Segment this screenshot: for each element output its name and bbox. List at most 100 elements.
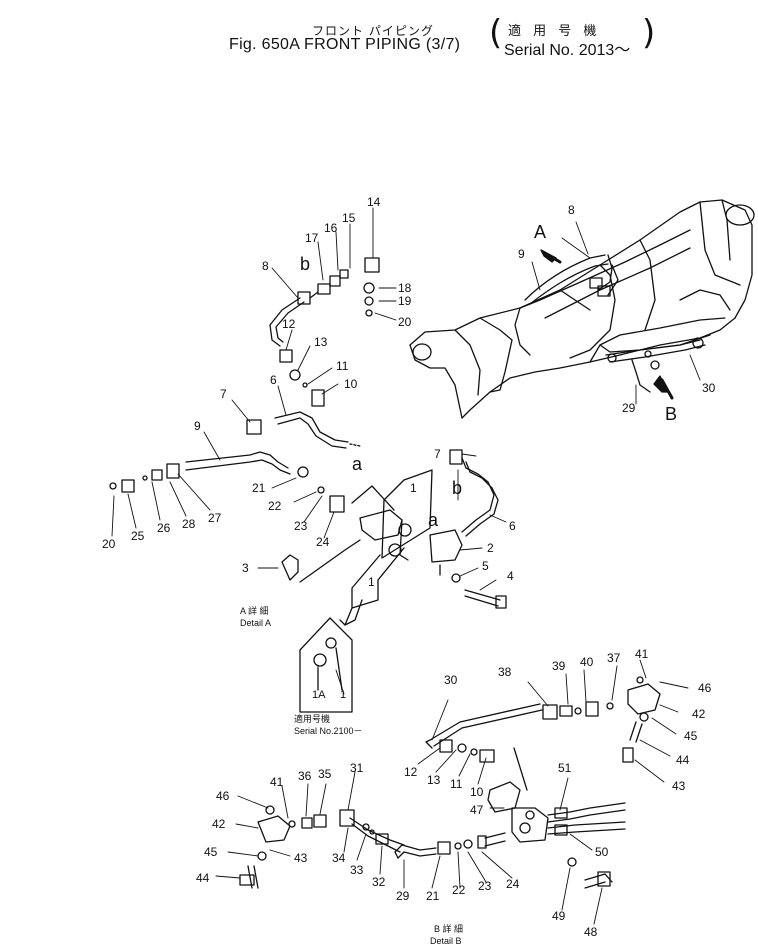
part-label-19: 19 — [398, 294, 412, 308]
part-label-11: 11 — [336, 359, 349, 373]
part-label-10-b: 10 — [470, 785, 484, 799]
part-label-50: 50 — [595, 845, 609, 859]
part-label-5: 5 — [482, 559, 489, 573]
part-label-17: 17 — [305, 231, 319, 245]
connection-label-b-right: b — [452, 478, 462, 498]
part-callouts: 14 15 16 17 8 18 19 20 12 13 11 10 6 7 9… — [102, 195, 716, 939]
part-label-23-b: 23 — [478, 879, 492, 893]
part-label-37: 37 — [607, 651, 621, 665]
part-label-22-b: 22 — [452, 883, 466, 897]
part-label-21-b: 21 — [426, 889, 440, 903]
part-label-7: 7 — [220, 387, 227, 401]
part-label-14: 14 — [367, 195, 381, 209]
part-label-41-b: 41 — [270, 775, 284, 789]
part-label-42: 42 — [692, 707, 706, 721]
connection-label-b-top: b — [300, 254, 310, 274]
part-label-6: 6 — [270, 373, 277, 387]
part-label-28: 28 — [182, 517, 196, 531]
figure-title: Fig. 650A FRONT PIPING (3/7) — [229, 36, 461, 53]
figure-title-jp: フロント パイピング — [312, 24, 434, 38]
pipe-assembly-top — [269, 257, 380, 449]
part-label-8-machine: 8 — [568, 203, 575, 217]
part-label-43: 43 — [672, 779, 686, 793]
part-label-48: 48 — [584, 925, 598, 939]
detail-b-caption: Detail B — [430, 936, 462, 945]
part-label-8: 8 — [262, 259, 269, 273]
view-arrow-b-icon — [653, 375, 674, 400]
serial-inset-caption: Serial No.2100－ — [294, 726, 363, 736]
part-label-7-right: 7 — [434, 447, 441, 461]
part-label-40: 40 — [580, 655, 594, 669]
part-label-1a: 1A — [312, 689, 326, 701]
part-label-30: 30 — [444, 673, 458, 687]
part-label-36: 36 — [298, 769, 312, 783]
detail-a-caption: Detail A — [240, 618, 271, 628]
part-label-1-upper: 1 — [410, 481, 417, 495]
detail-a-caption-jp: A 詳 細 — [240, 605, 269, 616]
part-label-9-machine: 9 — [518, 247, 525, 261]
view-label-b: B — [665, 404, 677, 424]
part-label-1-lower: 1 — [368, 575, 375, 589]
part-label-2: 2 — [487, 541, 494, 555]
part-label-25: 25 — [131, 529, 145, 543]
serial-paren-open: ( — [489, 13, 503, 53]
detail-captions: A 詳 細 Detail A 適用号機 Serial No.2100－ B 詳 … — [240, 605, 463, 945]
part-label-1-inset: 1 — [340, 689, 346, 701]
detail-b-assembly — [239, 676, 661, 889]
part-label-46-b: 46 — [216, 789, 230, 803]
part-label-45-b: 45 — [204, 845, 218, 859]
connection-label-a-right: a — [428, 510, 439, 530]
part-label-44-b: 44 — [196, 871, 210, 885]
part-label-29: 29 — [396, 889, 410, 903]
part-label-44: 44 — [676, 753, 690, 767]
part-label-15: 15 — [342, 211, 356, 225]
leader-lines — [111, 207, 701, 925]
part-label-32: 32 — [372, 875, 386, 889]
serial-paren-close: ) — [642, 13, 656, 53]
part-label-9: 9 — [194, 419, 201, 433]
part-label-51: 51 — [558, 761, 572, 775]
part-label-10: 10 — [344, 377, 358, 391]
machine-frame-drawing — [409, 199, 755, 419]
view-label-a: A — [534, 222, 546, 242]
part-label-41: 41 — [635, 647, 649, 661]
figure-header: フロント パイピング Fig. 650A FRONT PIPING (3/7) … — [0, 0, 758, 70]
part-label-4: 4 — [507, 569, 514, 583]
part-label-24-b: 24 — [506, 877, 520, 891]
part-label-29-machine: 29 — [622, 401, 636, 415]
part-label-45: 45 — [684, 729, 698, 743]
part-label-38: 38 — [498, 665, 512, 679]
part-label-22: 22 — [268, 499, 282, 513]
connection-letters: b a b a — [300, 254, 462, 530]
part-label-49: 49 — [552, 909, 566, 923]
view-arrow-a-icon — [540, 249, 562, 264]
part-label-18: 18 — [398, 281, 412, 295]
part-label-23: 23 — [294, 519, 308, 533]
part-label-46: 46 — [698, 681, 712, 695]
detail-a-valve-block — [281, 449, 507, 609]
pipe-assembly-left — [109, 419, 345, 513]
part-label-33: 33 — [350, 863, 364, 877]
part-label-35: 35 — [318, 767, 332, 781]
part-label-43-b: 43 — [294, 851, 308, 865]
part-label-39: 39 — [552, 659, 566, 673]
part-label-24: 24 — [316, 535, 330, 549]
part-label-12-b: 12 — [404, 765, 418, 779]
part-label-12: 12 — [282, 317, 296, 331]
part-label-11-b: 11 — [450, 777, 463, 791]
part-label-13-b: 13 — [427, 773, 441, 787]
serial-inset-caption-jp: 適用号機 — [294, 713, 330, 724]
part-label-16: 16 — [324, 221, 338, 235]
part-label-47: 47 — [470, 803, 484, 817]
part-label-26: 26 — [157, 521, 171, 535]
serial-range: Serial No. 2013～ — [504, 42, 631, 59]
detail-b-caption-jp: B 詳 細 — [434, 923, 463, 934]
machine-hoses — [524, 254, 706, 393]
part-label-6-right: 6 — [509, 519, 516, 533]
part-label-13: 13 — [314, 335, 328, 349]
part-label-34: 34 — [332, 851, 346, 865]
part-label-3: 3 — [242, 561, 249, 575]
serial-label-jp: 適 用 号 機 — [508, 24, 601, 39]
part-label-30-machine: 30 — [702, 381, 716, 395]
